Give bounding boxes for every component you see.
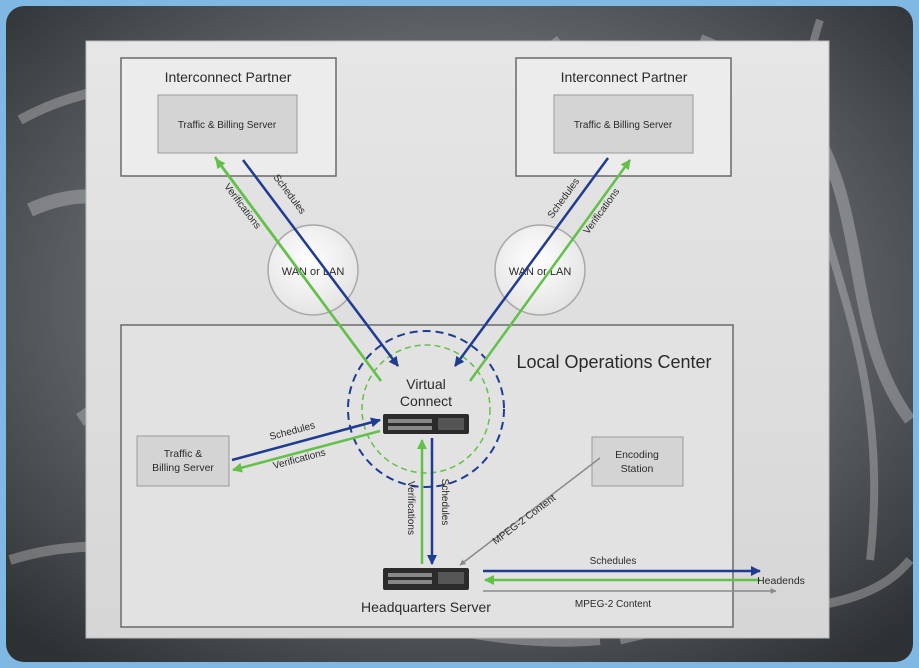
mpeg2-arrow-encoding (459, 457, 601, 566)
network-cloud-left: WAN or LAN (267, 224, 359, 316)
schedules-arrow-local (231, 417, 381, 462)
virtual-connect-hub: Virtual Connect (347, 330, 505, 488)
headquarters-device-icon (383, 568, 469, 590)
schedules-label-headends: Schedules (590, 556, 637, 567)
partner-server-label: Traffic & Billing Server (574, 120, 673, 131)
mpeg2-label-headends: MPEG-2 Content (575, 599, 651, 610)
operations-center-title: Local Operations Center (516, 352, 711, 372)
verifications-arrow-right (468, 159, 632, 382)
local-billing-server: Traffic & Billing Server (136, 435, 230, 487)
verifications-label-hq: Verifications (405, 481, 416, 535)
network-cloud-label: WAN or LAN (282, 266, 345, 278)
encoding-label-line2: Station (621, 463, 654, 475)
headquarters-server: Headquarters Server (361, 568, 491, 615)
verifications-arrow-left (214, 158, 383, 382)
virtual-connect-label-line2: Connect (400, 393, 452, 409)
schedules-arrow-right (453, 157, 610, 367)
network-cloud-label: WAN or LAN (509, 266, 572, 278)
headends-label: Headends (757, 575, 805, 587)
virtual-connect-device-icon (383, 414, 469, 434)
schedules-label-hq: Schedules (439, 479, 450, 526)
flow-arrows (213, 156, 777, 594)
local-server-label-line1: Traffic & (164, 448, 203, 460)
encoding-label-line1: Encoding (615, 449, 659, 461)
network-cloud-right: WAN or LAN (494, 224, 586, 316)
hub-inner-ring (361, 344, 491, 474)
partner-title: Interconnect Partner (165, 69, 292, 85)
partner-box-left: Interconnect Partner Traffic & Billing S… (120, 57, 337, 177)
verifications-arrow-local (232, 429, 381, 473)
partner-box-right: Interconnect Partner Traffic & Billing S… (515, 57, 732, 177)
partner-server-box (553, 94, 694, 154)
partner-title: Interconnect Partner (561, 69, 688, 85)
virtual-connect-label-line1: Virtual (406, 376, 445, 392)
hub-outer-ring (347, 330, 505, 488)
partner-server-label: Traffic & Billing Server (178, 120, 277, 131)
partner-server-box (157, 94, 298, 154)
encoding-station: Encoding Station (591, 436, 684, 487)
local-server-label-line2: Billing Server (152, 462, 214, 474)
schedules-arrow-left (242, 159, 399, 367)
headquarters-label: Headquarters Server (361, 599, 491, 615)
